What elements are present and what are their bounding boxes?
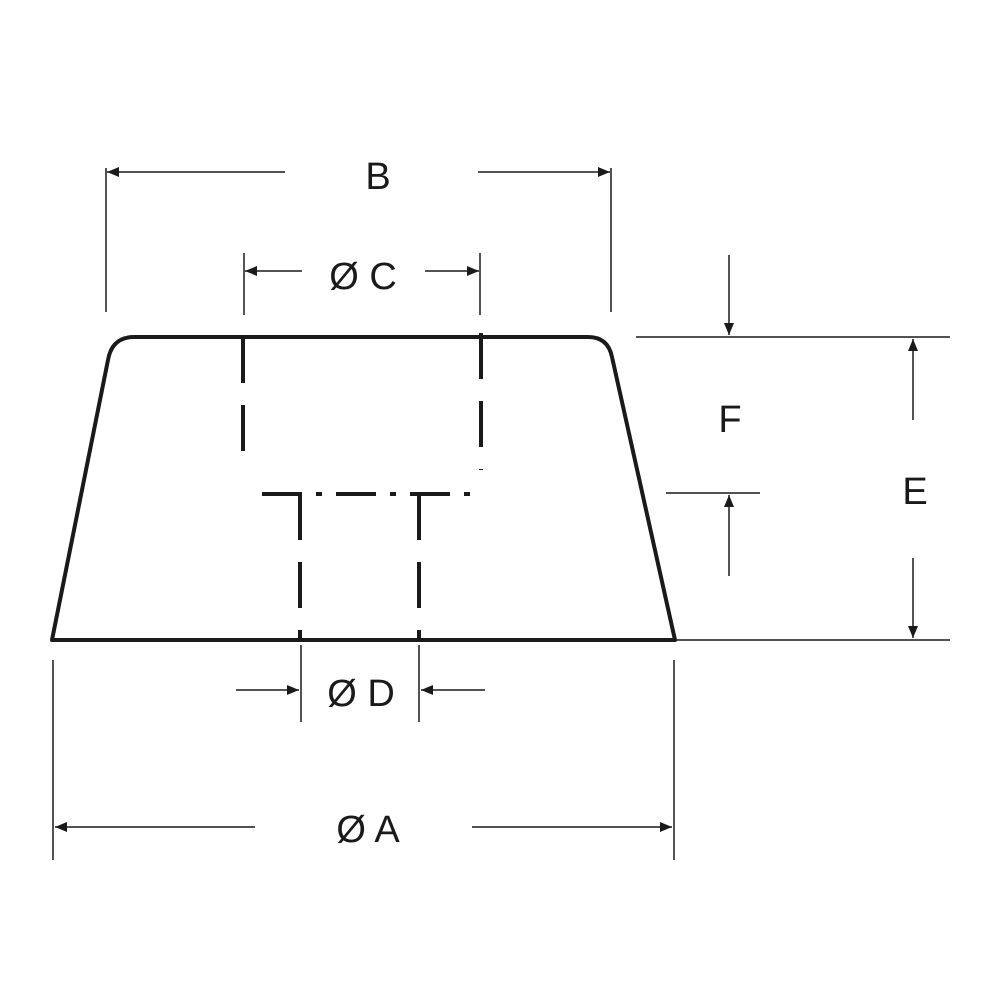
- hidden-counterbore-lines: [241, 333, 483, 640]
- dimension-a: Ø A: [52, 660, 675, 860]
- dimension-label-c: Ø C: [329, 256, 397, 298]
- dimension-label-a: Ø A: [336, 809, 400, 851]
- dimension-d: Ø D: [236, 645, 485, 722]
- dimension-label-b: B: [365, 156, 390, 198]
- dimension-f: F: [636, 255, 950, 576]
- dimension-label-d: Ø D: [327, 673, 395, 715]
- dimension-c: Ø C: [243, 253, 481, 315]
- dimension-label-f: F: [718, 399, 741, 441]
- part-outline: [50, 335, 677, 642]
- dimension-b: B: [105, 156, 612, 312]
- dimension-label-e: E: [902, 471, 927, 513]
- dimension-e: E: [675, 339, 950, 641]
